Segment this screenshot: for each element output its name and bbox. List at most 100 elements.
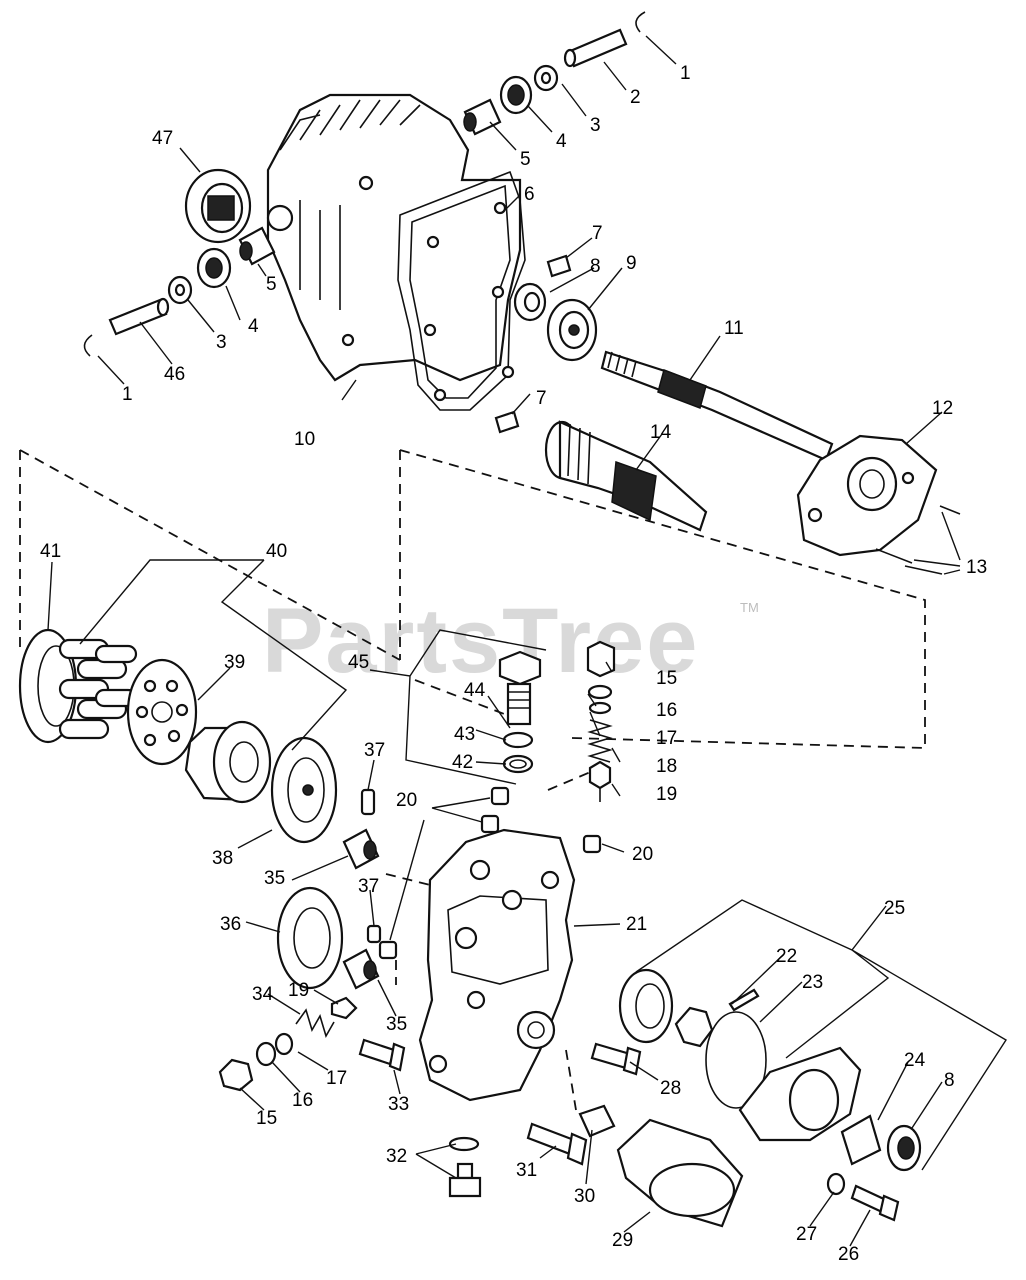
callout-21: 21 [626,914,647,935]
part-20-check-valve-d [378,940,398,960]
part-43-seal-ring [502,731,534,749]
watermark-trademark: TM [740,600,759,615]
callout-6: 6 [524,184,535,205]
part-16-washer-lower [255,1041,277,1067]
part-15-plug-lower [218,1058,254,1092]
callout-5: 5 [266,274,277,295]
part-18-spring [587,719,613,763]
callout-28: 28 [660,1078,681,1099]
callout-2: 2 [630,87,641,108]
callout-33: 33 [388,1094,409,1115]
part-20-check-valve-a [490,786,510,806]
callout-27: 27 [796,1224,817,1245]
part-1-retaining-ring-top [635,11,646,33]
part-20-check-valve-b [480,814,500,834]
part-38-valve-plate [270,736,338,844]
part-40-pistons [58,638,138,740]
part-17-washer-upper [588,701,612,715]
part-42-seal-ring [502,754,534,774]
callout-32: 32 [386,1146,407,1167]
callout-15: 15 [256,1108,277,1129]
callout-29: 29 [612,1230,633,1251]
callout-8: 8 [590,256,601,277]
part-15-plug-upper [586,640,616,678]
callout-35: 35 [386,1014,407,1035]
part-21-center-section [418,828,576,1102]
part-26-bolt [850,1184,900,1222]
callout-20: 20 [632,844,653,865]
part-19-poppet-lower [330,996,358,1020]
watermark: PartsTree TM [262,590,759,692]
part-27-washer [826,1172,846,1196]
part-7-dowel-lower [494,410,520,434]
part-14-shaft-gear [544,420,708,532]
part-9-bearing [546,298,598,362]
leader-lines [47,35,1007,1247]
part-35-bushing-upper [342,828,380,870]
callout-17: 17 [656,728,677,749]
part-13-pins [875,505,961,575]
callout-4: 4 [248,316,259,337]
part-3-washer-top [533,64,559,92]
part-4-bearing-left [196,247,232,289]
part-22-inner-gear [674,1006,714,1048]
part-2-pin-top [563,28,628,68]
part-34-spring [295,1008,335,1039]
callout-7: 7 [592,223,603,244]
part-6-gasket [397,170,526,411]
part-7-dowel-upper [546,254,572,278]
callout-37: 37 [358,876,379,897]
part-10-housing [266,93,522,382]
callout-9: 9 [626,253,637,274]
callout-15: 15 [656,668,677,689]
part-25-pump-cover [738,1046,862,1142]
callout-14: 14 [650,422,672,443]
callout-45: 45 [348,652,369,673]
part-19-poppet-upper [588,760,612,802]
part-36-valve-plate [276,886,344,990]
callout-7: 7 [536,388,547,409]
callout-35: 35 [264,868,285,889]
callout-43: 43 [454,724,475,745]
part-20-check-valve-c [582,834,602,854]
callout-17: 17 [326,1068,347,1089]
callout-10: 10 [294,429,315,450]
part-23-oring [705,1011,767,1109]
part-16-washer-upper [587,684,613,700]
part-28-fitting [590,1042,642,1076]
part-30-filter-adapter [578,1104,616,1138]
callout-22: 22 [776,946,797,967]
part-40-cylinder-block [184,720,272,804]
part-12-cover-block [796,434,938,557]
callout-12: 12 [932,398,953,419]
callout-46: 46 [164,364,185,385]
callout-42: 42 [452,752,473,773]
part-17-washer-lower [274,1032,294,1056]
callout-24: 24 [904,1050,926,1071]
part-5-bushing-left [238,226,276,266]
callout-26: 26 [838,1244,859,1265]
callout-19: 19 [288,980,309,1001]
watermark-brand: PartsTree [262,590,699,692]
part-25-charge-pump-rotor [618,968,674,1044]
callout-31: 31 [516,1160,537,1181]
part-37-pin-lower [366,924,382,944]
assembly-dashed-lines [19,449,926,1111]
callout-3: 3 [216,332,227,353]
part-1-retaining-ring-left [83,334,93,357]
callout-40: 40 [266,541,287,562]
part-32-plug [448,1136,482,1198]
callout-13: 13 [966,557,987,578]
callout-38: 38 [212,848,233,869]
callout-11: 11 [724,318,744,339]
callout-1: 1 [680,63,691,84]
part-31-bolt [526,1122,588,1166]
callout-44: 44 [464,680,486,701]
callout-39: 39 [224,652,245,673]
callout-5: 5 [520,149,531,170]
part-4-bearing-top [499,75,533,115]
callout-4: 4 [556,131,567,152]
part-29-filter [616,1118,744,1228]
part-47-bearing [184,168,252,244]
part-22-key [728,988,760,1012]
